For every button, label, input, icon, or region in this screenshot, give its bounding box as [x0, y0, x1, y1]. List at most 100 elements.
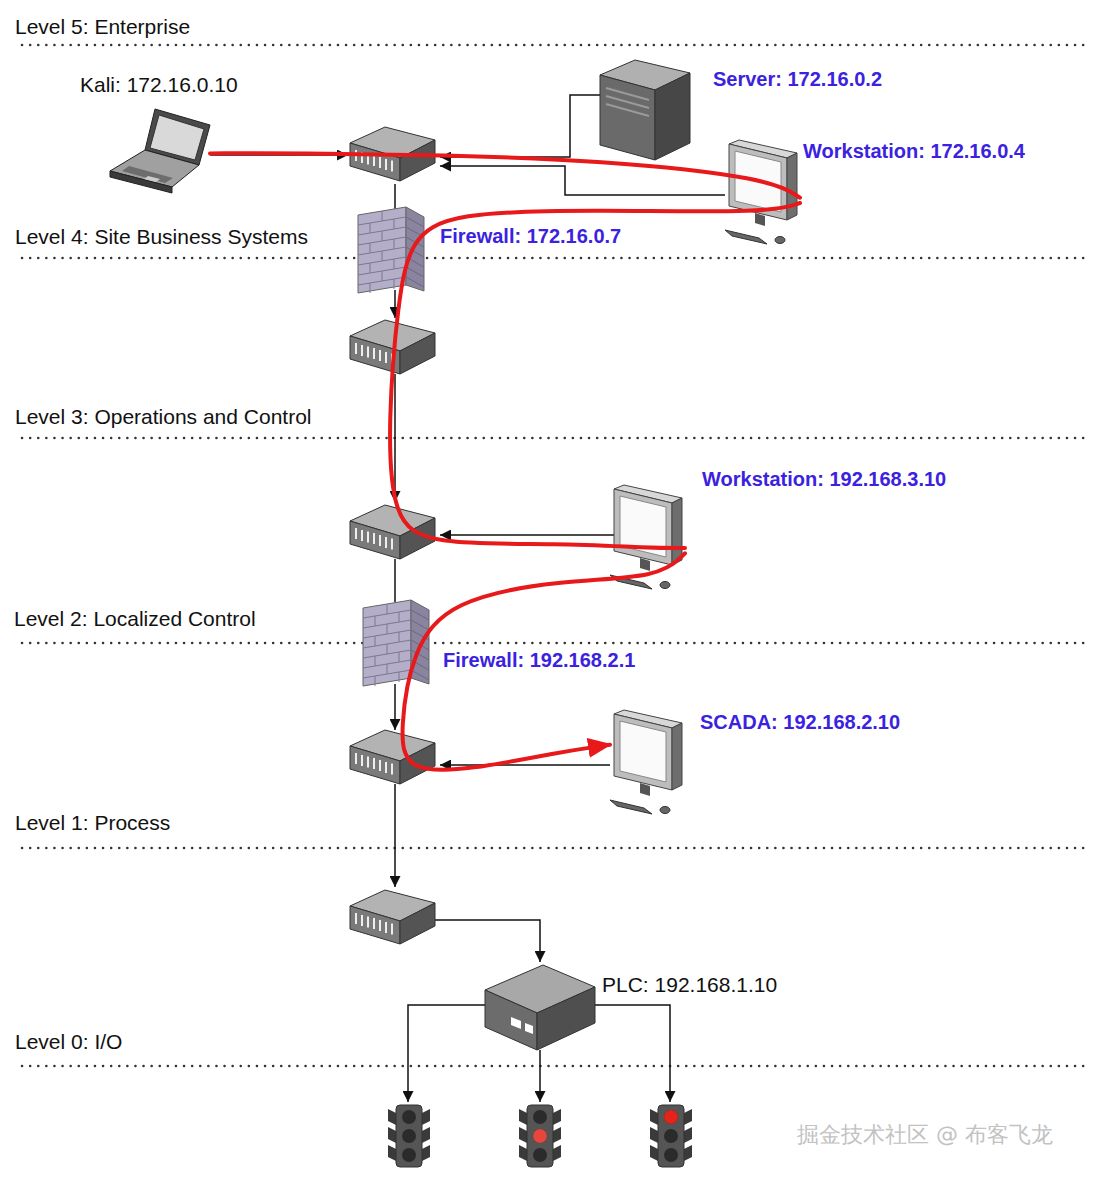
- device-label: Workstation: 192.168.3.10: [702, 468, 946, 491]
- red-lamp: [533, 1129, 547, 1143]
- level-label: Level 5: Enterprise: [15, 15, 190, 39]
- laptop-node: Kali: 172.16.0.10: [110, 105, 210, 193]
- firewall-icon: [363, 598, 430, 686]
- server-side: [655, 73, 690, 160]
- level-divider: [22, 257, 1090, 260]
- network-wire: [440, 95, 600, 157]
- traffic-light: [388, 1105, 430, 1167]
- plc-right: [537, 987, 595, 1050]
- monitor-stand: [640, 558, 650, 571]
- server-icon: [600, 55, 690, 160]
- firewall-front: [358, 207, 406, 293]
- level-dividers: [22, 45, 1090, 1066]
- network-wire: [394, 290, 396, 318]
- monitor-icon: [610, 710, 685, 815]
- firewall-bricks: [363, 604, 411, 686]
- network-wire: [394, 684, 396, 730]
- device-label: Workstation: 172.16.0.4: [803, 140, 1025, 163]
- monitor-keyboard: [610, 800, 652, 814]
- firewall-node: Firewall: 192.168.2.1: [363, 598, 430, 686]
- firewall-bricks: [358, 211, 406, 293]
- monitor-side: [672, 723, 682, 790]
- network-wire: [435, 920, 540, 962]
- firewall-icon: [358, 205, 425, 293]
- plc-icon: [485, 965, 595, 1050]
- level-label: Level 2: Localized Control: [14, 607, 256, 631]
- server-front: [600, 75, 655, 160]
- workstation-node: Workstation: 192.168.3.10: [610, 485, 685, 590]
- firewall-side: [406, 207, 424, 291]
- firewall-bricks: [406, 217, 424, 287]
- level-label: Level 0: I/O: [15, 1030, 122, 1054]
- level-divider: [22, 642, 1090, 645]
- network-wire: [440, 534, 620, 536]
- monitor-screen: [620, 721, 666, 782]
- monitor-screen: [735, 151, 781, 212]
- plc-node: PLC: 192.168.1.10: [485, 965, 595, 1050]
- firewall-bricks: [411, 610, 429, 680]
- network-wire: [210, 154, 348, 156]
- laptop-icon: [110, 105, 210, 193]
- network-switch: [350, 320, 435, 374]
- monitor-mouse: [660, 807, 670, 814]
- red-lamp: [664, 1110, 678, 1124]
- attack-path: [210, 153, 800, 198]
- scada-node: SCADA: 192.168.2.10: [610, 710, 685, 815]
- level-label: Level 3: Operations and Control: [15, 405, 312, 429]
- network-switch: [350, 730, 435, 784]
- level-label: Level 1: Process: [15, 811, 170, 835]
- server-bays: [606, 88, 649, 116]
- firewall-node: Firewall: 172.16.0.7: [358, 205, 425, 293]
- laptop-trackpad: [144, 176, 160, 182]
- watermark: 掘金技术社区 @ 布客飞龙: [797, 1120, 1053, 1150]
- laptop-base: [110, 150, 199, 187]
- network-wire: [590, 1005, 670, 1102]
- monitor-stand: [640, 783, 650, 796]
- level-divider: [22, 1065, 1090, 1068]
- level-label: Level 4: Site Business Systems: [15, 225, 308, 249]
- traffic-light: [519, 1105, 561, 1167]
- laptop-keyboard: [122, 166, 173, 183]
- level-divider: [22, 847, 1090, 850]
- network-wire: [394, 559, 396, 602]
- monitor-mouse: [660, 582, 670, 589]
- traffic-light: [650, 1105, 692, 1167]
- monitor-side: [787, 153, 797, 220]
- monitor-icon: [610, 485, 685, 590]
- monitor-keyboard: [725, 230, 767, 244]
- attack-path: [390, 203, 800, 548]
- level-divider: [22, 44, 1090, 47]
- device-label: Kali: 172.16.0.10: [80, 73, 238, 97]
- network-wire: [394, 374, 396, 502]
- network-switch: [350, 890, 435, 944]
- device-label: Firewall: 172.16.0.7: [440, 225, 621, 248]
- device-label: SCADA: 192.168.2.10: [700, 711, 900, 734]
- plc-left: [485, 990, 537, 1050]
- level-divider: [22, 437, 1090, 440]
- workstation-node: Workstation: 172.16.0.4: [725, 140, 800, 245]
- network-wire: [440, 166, 725, 195]
- device-label: Server: 172.16.0.2: [713, 68, 882, 91]
- firewall-side: [411, 600, 429, 684]
- plc-port: [511, 1017, 521, 1029]
- device-label: PLC: 192.168.1.10: [602, 973, 777, 997]
- monitor-icon: [725, 140, 800, 245]
- monitor-frame: [729, 144, 787, 220]
- network-switch: [350, 505, 435, 559]
- plc-port: [525, 1023, 533, 1034]
- device-label: Firewall: 192.168.2.1: [443, 649, 635, 672]
- network-wire: [539, 1050, 541, 1102]
- network-switch: [350, 127, 435, 181]
- server-node: Server: 172.16.0.2: [600, 55, 690, 160]
- monitor-frame: [614, 714, 672, 790]
- monitor-frame: [614, 489, 672, 565]
- monitor-side: [672, 498, 682, 565]
- monitor-keyboard: [610, 575, 652, 589]
- monitor-stand: [755, 213, 765, 226]
- monitor-screen: [620, 496, 666, 557]
- firewall-front: [363, 600, 411, 686]
- network-wire: [394, 784, 396, 887]
- network-wire: [394, 184, 396, 212]
- network-wire: [440, 764, 610, 766]
